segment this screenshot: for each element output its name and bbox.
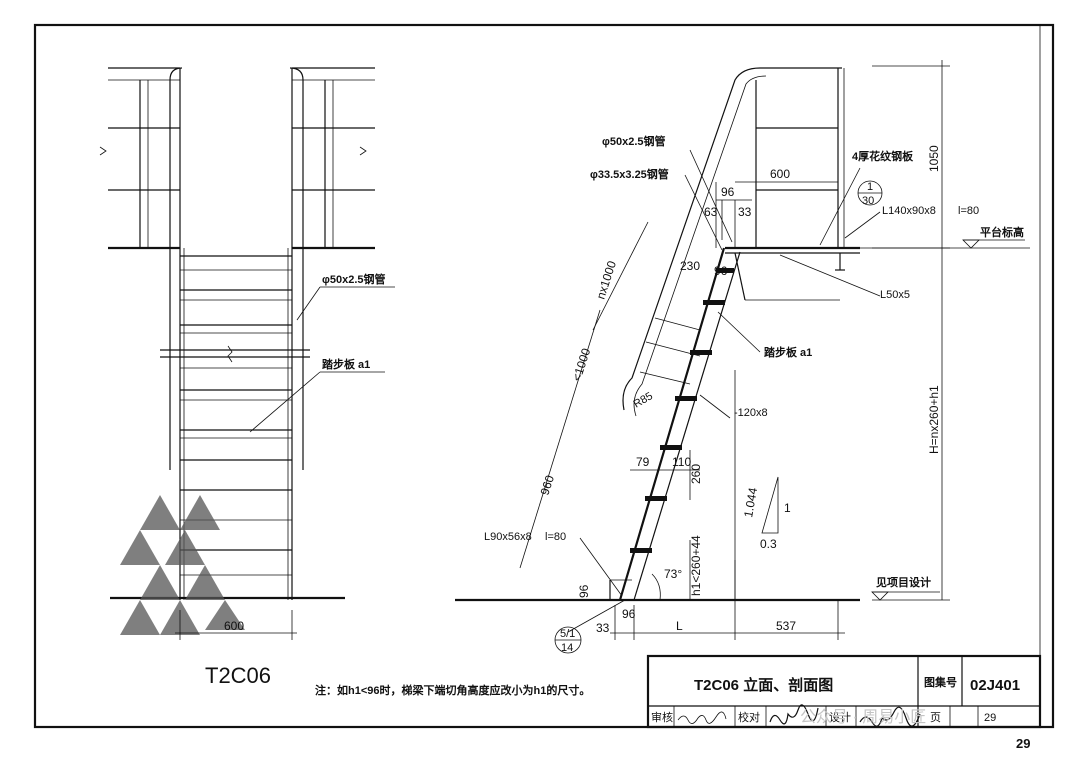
dim-33-bottom: 33 <box>596 621 610 635</box>
flat-bar-label: -120x8 <box>734 407 768 419</box>
dim-96-top: 96 <box>721 185 735 199</box>
plate-label: 4厚花纹钢板 <box>852 149 914 163</box>
design-signature <box>859 706 921 727</box>
angle-degree: 73° <box>664 567 682 581</box>
left-pipe-label: φ50x2.5钢管 <box>322 272 386 286</box>
radius-label: R85 <box>632 390 655 410</box>
detail-bottom-den: 14 <box>561 642 573 654</box>
page-cell-number: 29 <box>984 712 996 724</box>
page-number: 29 <box>1016 736 1030 751</box>
title-block <box>646 654 1042 729</box>
dim-96-bottom-left: 96 <box>577 584 591 598</box>
dim-nx1000: nx1000 <box>594 259 620 301</box>
dim-lt1000: <1000 <box>570 346 594 383</box>
left-view-title: T2C06 <box>205 663 271 688</box>
platform-level-label: 平台标高 <box>980 225 1024 239</box>
drawing-title: T2C06 立面、剖面图 <box>694 676 833 694</box>
dim-230: 230 <box>680 259 700 273</box>
left-tread-label: 踏步板 a1 <box>322 357 370 371</box>
dim-600: 600 <box>770 167 790 181</box>
left-elevation-view <box>99 67 395 640</box>
right-section-view <box>455 60 1030 654</box>
dim-33-top: 33 <box>738 205 752 219</box>
detail-bottom-num: 5/1 <box>560 628 575 640</box>
angle-top-label: L140x90x8 <box>882 205 936 217</box>
check-label: 校对 <box>738 710 760 724</box>
right-small-pipe-label: φ33.5x3.25钢管 <box>590 167 669 181</box>
watermark: 公众号 · 周易小匠 <box>800 708 926 726</box>
left-width-dim: 600 <box>224 619 244 633</box>
dim-1050: 1050 <box>927 145 941 172</box>
slope-rise: 1.044 <box>741 486 760 518</box>
angle-bottom-label: L90x56x8 <box>484 531 532 543</box>
right-tread-label: 踏步板 a1 <box>764 345 812 359</box>
dim-96-bottom: 96 <box>622 607 636 621</box>
footnote: 注：如h1<96时，梯梁下端切角高度应改小为h1的尺寸。 <box>315 683 590 697</box>
right-pipe-label: φ50x2.5钢管 <box>602 134 666 148</box>
page-label: 页 <box>930 712 941 724</box>
dim-h1: h1<260+44 <box>689 535 703 596</box>
dim-960: 960 <box>538 473 558 497</box>
detail-top-num: 1 <box>867 181 873 193</box>
ground-hatch <box>120 495 245 635</box>
l80-top-label: l=80 <box>958 205 979 217</box>
atlas-label: 图集号 <box>924 675 957 689</box>
dim-96-mid: 96 <box>714 264 728 278</box>
check-signature <box>769 704 819 725</box>
dim-260: 260 <box>689 464 703 484</box>
l80-bottom-label: l=80 <box>545 531 566 543</box>
detail-top-den: 30 <box>862 195 874 207</box>
dim-110: 110 <box>672 455 691 469</box>
see-project-label: 见项目设计 <box>876 575 931 589</box>
angle-l50-label: L50x5 <box>880 289 910 301</box>
dim-537: 537 <box>776 619 796 633</box>
dim-63: 63 <box>704 205 718 219</box>
section-treads <box>630 268 734 553</box>
atlas-number: 02J401 <box>970 677 1020 694</box>
review-signature <box>677 711 727 724</box>
review-label: 审核 <box>651 710 673 724</box>
sheet-border <box>33 23 1055 729</box>
slope-one: 1 <box>784 501 791 515</box>
dim-H: H=nx260+h1 <box>927 385 941 454</box>
slope-run: 0.3 <box>760 537 777 551</box>
design-label: 设计 <box>829 711 851 724</box>
dim-L: L <box>676 619 683 633</box>
dim-79: 79 <box>636 455 650 469</box>
